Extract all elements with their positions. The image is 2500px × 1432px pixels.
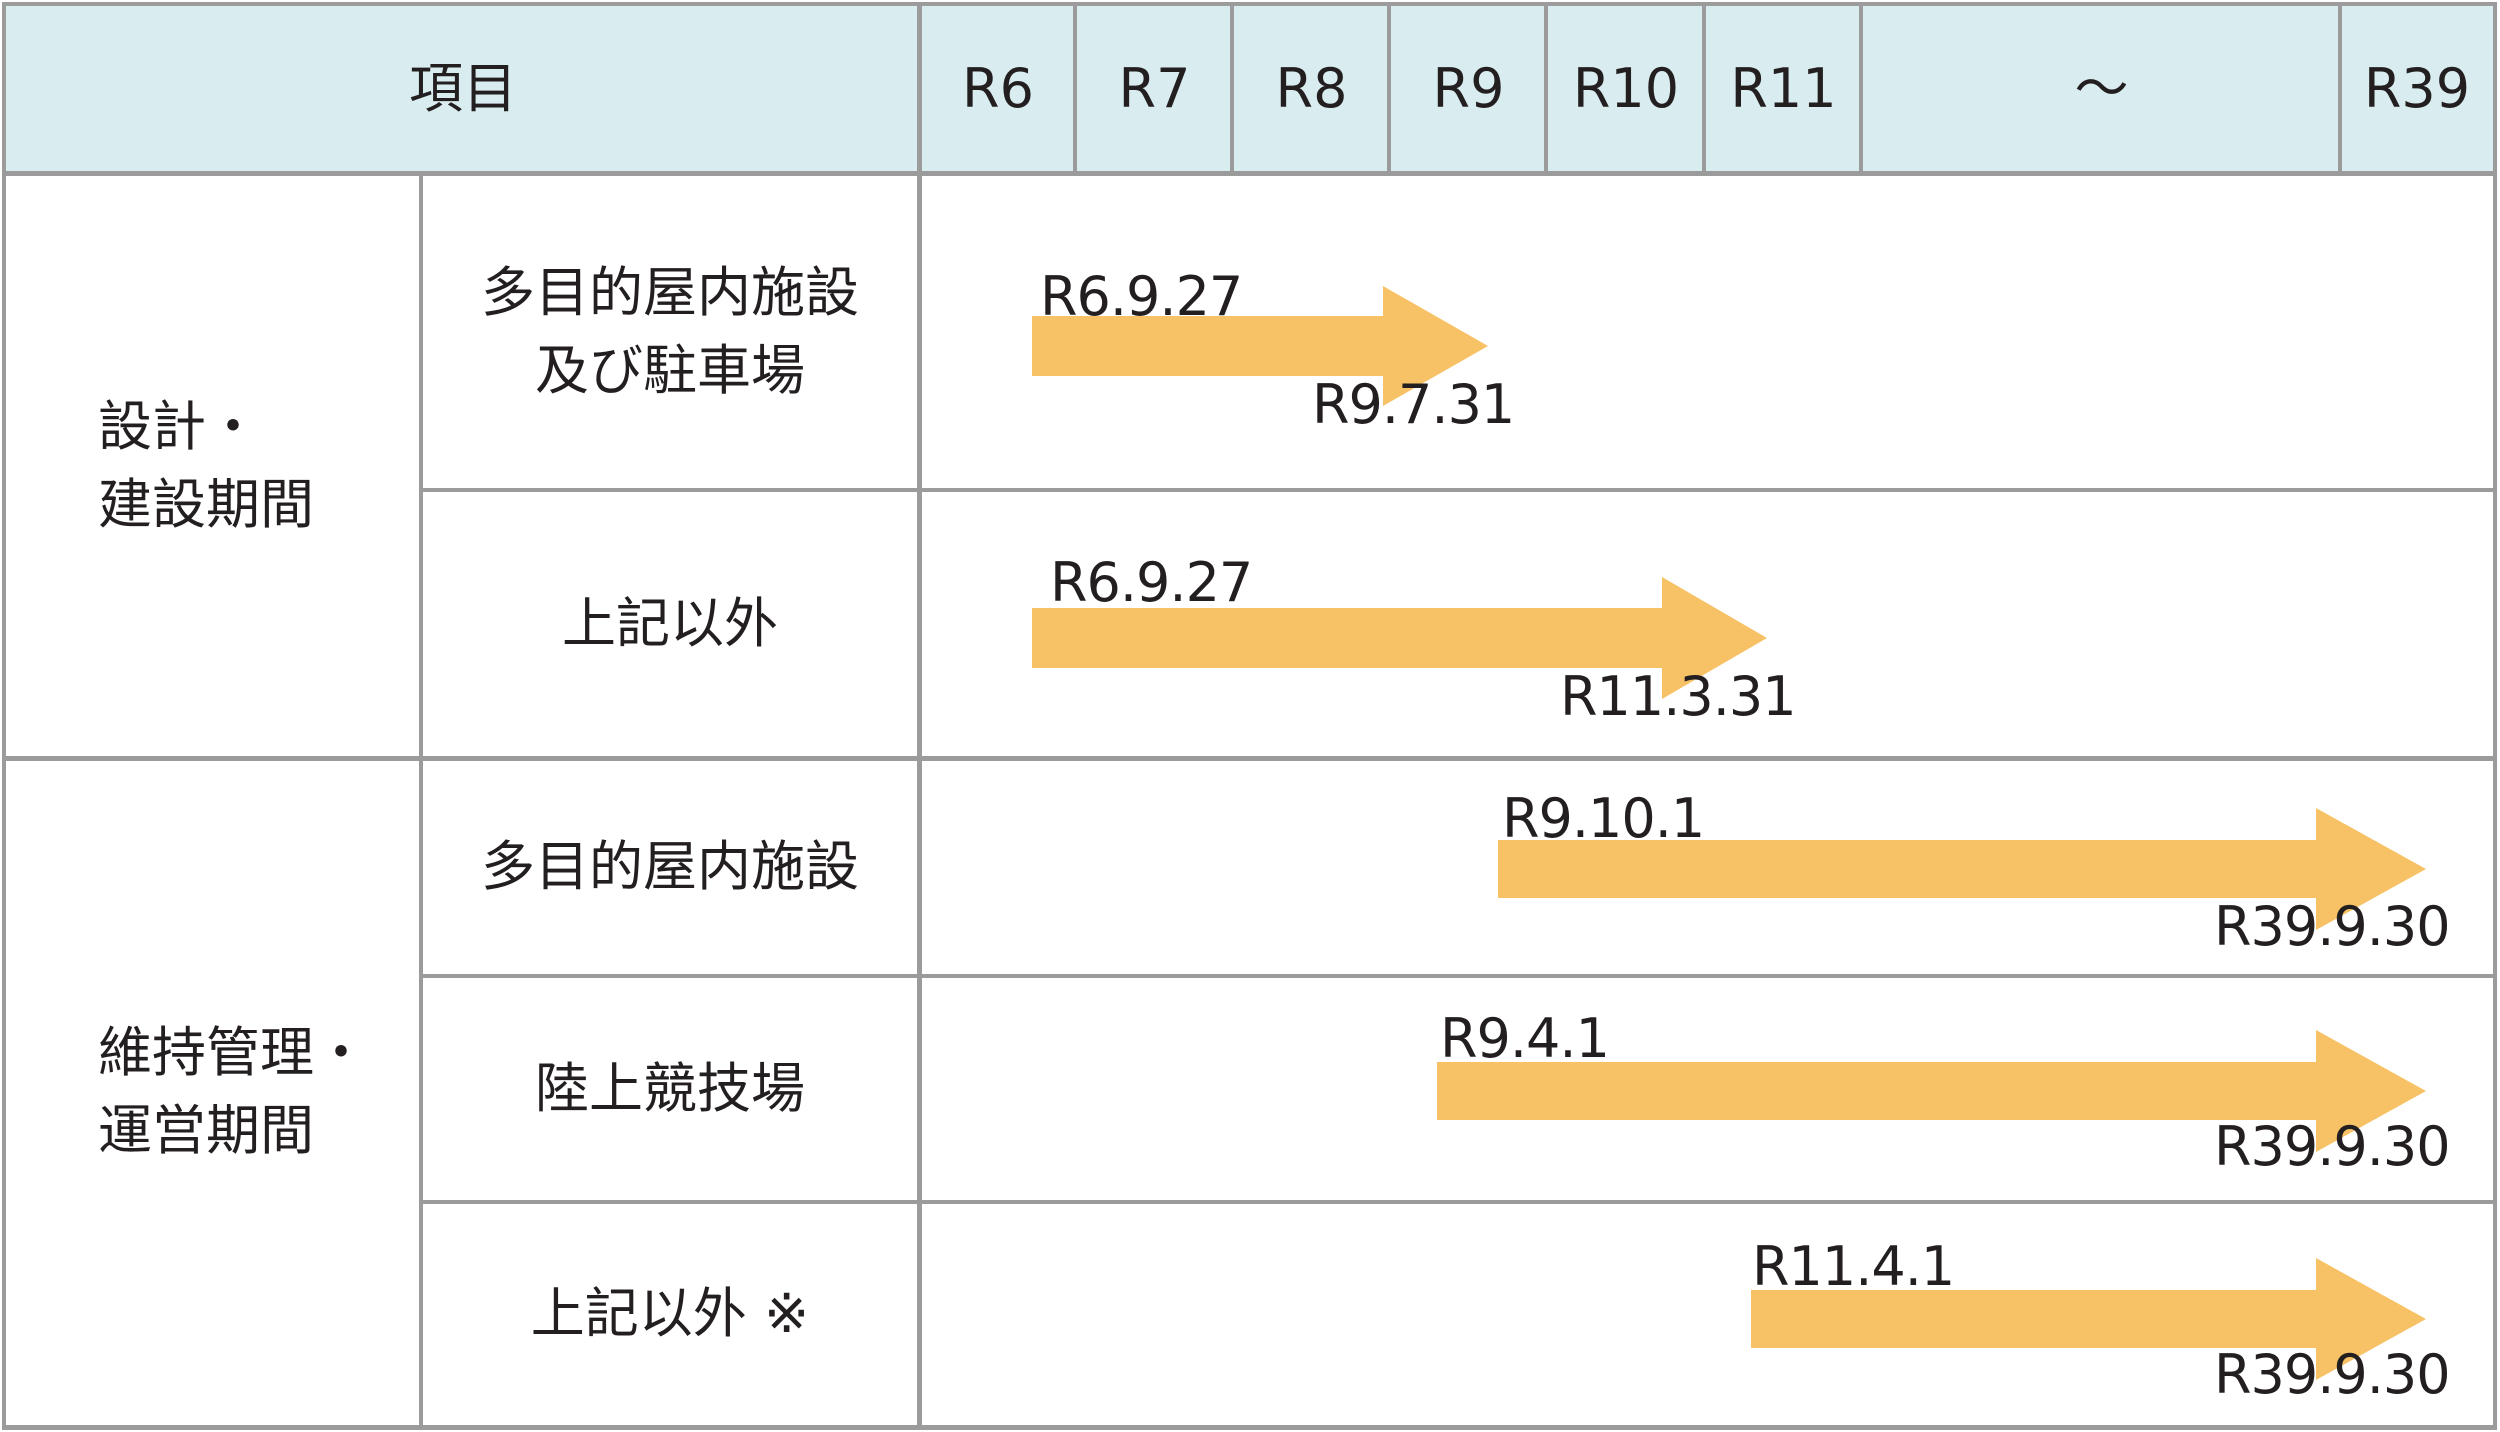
start-date-label: R6.9.27 (1040, 265, 1243, 328)
period-arrow (1498, 808, 2426, 930)
row-label: 上記以外 (562, 591, 778, 655)
year-column-line (1230, 2, 1234, 173)
end-date-label: R39.9.30 (2214, 1115, 2451, 1178)
row-label: 多目的屋内施設 (481, 834, 859, 898)
group-divider-line (2, 756, 2497, 761)
header-year-r10: R10 (1547, 6, 1705, 173)
border-left (2, 2, 6, 1430)
year-label: R7 (1118, 57, 1191, 121)
year-column-line (1387, 2, 1391, 173)
year-label: ～ (2074, 57, 2129, 121)
year-column-line (1544, 2, 1548, 173)
period-arrow (1437, 1030, 2426, 1152)
border-top (2, 2, 2497, 6)
row-label-cell: 多目的屋内施設 (422, 759, 918, 975)
year-column-line (1702, 2, 1706, 173)
border-bottom (2, 1425, 2497, 1430)
row-divider-line (420, 488, 2497, 492)
year-label: R8 (1275, 57, 1348, 121)
year-label: R9 (1432, 57, 1505, 121)
row-label: 陸上競技場 (535, 1056, 805, 1120)
group-label: 設計・ 建設期間 (98, 394, 314, 536)
header-year-gap: ～ (1862, 6, 2341, 173)
header-year-r7: R7 (1076, 6, 1233, 173)
end-date-label: R11.3.31 (1560, 665, 1797, 728)
header-year-r9: R9 (1390, 6, 1547, 173)
border-right (2493, 2, 2497, 1430)
year-label: R6 (962, 57, 1034, 121)
row-label-cell: 陸上競技場 (422, 977, 918, 1201)
row-label-cell: 上記以外 ※ (422, 1203, 918, 1425)
period-arrow (1751, 1258, 2426, 1380)
header-year-r11: R11 (1705, 6, 1862, 173)
row-label: 上記以外 ※ (530, 1281, 810, 1345)
start-date-label: R9.10.1 (1502, 787, 1705, 850)
row-label-cell: 上記以外 (422, 491, 918, 757)
year-label: R11 (1730, 57, 1837, 121)
year-column-line (1859, 2, 1863, 173)
end-date-label: R39.9.30 (2214, 1343, 2451, 1406)
header-year-r8: R8 (1233, 6, 1390, 173)
period-arrow (1032, 577, 1767, 699)
label-column-line (917, 2, 922, 1430)
header-item-label: 項目 (409, 57, 517, 121)
group-label-construction: 設計・ 建設期間 (6, 175, 420, 757)
end-date-label: R9.7.31 (1312, 373, 1515, 436)
year-column-line (1073, 2, 1077, 173)
end-date-label: R39.9.30 (2214, 895, 2451, 958)
start-date-label: R9.4.1 (1440, 1007, 1610, 1070)
start-date-label: R6.9.27 (1050, 551, 1253, 614)
header-year-r6: R6 (920, 6, 1076, 173)
year-column-line (2338, 2, 2342, 173)
header-year-r39: R39 (2341, 6, 2493, 173)
group-label: 維持管理・ 運営期間 (98, 1020, 368, 1162)
year-label: R39 (2363, 57, 2471, 121)
category-column-line (419, 171, 423, 1430)
row-label: 多目的屋内施設 及び駐車場 (481, 260, 859, 402)
year-label: R10 (1572, 57, 1680, 121)
header-bottom-line (2, 171, 2497, 176)
header-item-cell: 項目 (6, 6, 920, 173)
row-label-cell: 多目的屋内施設 及び駐車場 (422, 175, 918, 489)
row-divider-line (420, 974, 2497, 978)
start-date-label: R11.4.1 (1752, 1235, 1955, 1298)
row-divider-line (420, 1200, 2497, 1204)
period-arrow (1032, 286, 1488, 406)
group-label-operation: 維持管理・ 運営期間 (6, 759, 420, 1425)
